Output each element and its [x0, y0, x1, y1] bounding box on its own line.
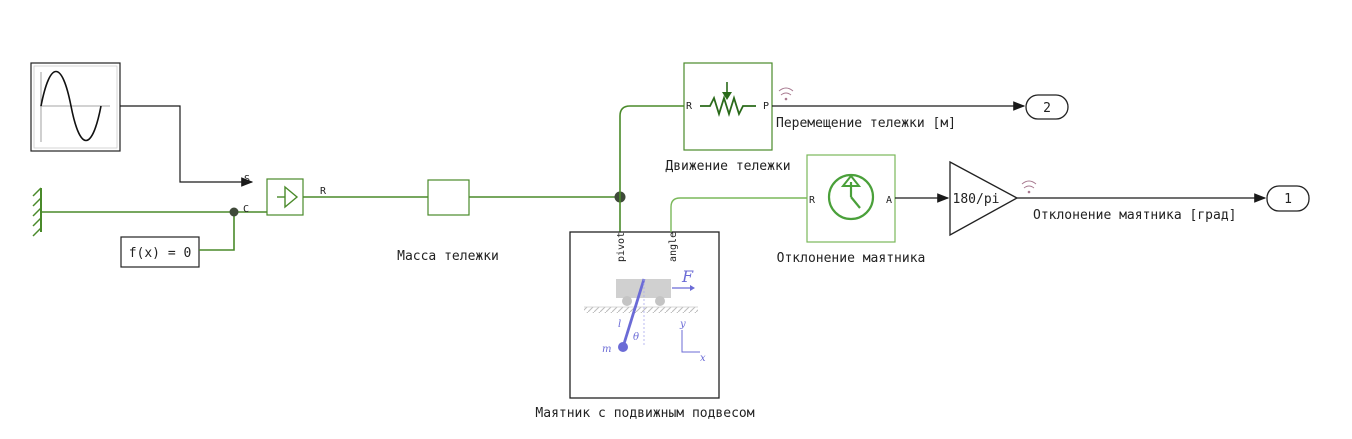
- mass-symbol: m: [602, 344, 611, 355]
- mechanical-reference-icon: [32, 187, 42, 237]
- angle-port-a-label: A: [886, 195, 892, 206]
- motion-source-icon: [284, 185, 299, 209]
- position-sensor-label: Движение тележки: [665, 159, 790, 174]
- angle-signal-label: Отклонение маятника [град]: [1033, 208, 1237, 223]
- sine-wave-icon: [40, 70, 102, 142]
- signal-line-sine: [120, 105, 254, 187]
- pendulum-subsystem-block[interactable]: pivot angle F l θ m y x: [569, 231, 720, 399]
- pos-port-r-label: R: [686, 101, 693, 112]
- angle-sensor-label: Отклонение маятника: [777, 251, 926, 266]
- position-signal-label: Перемещение тележки [м]: [776, 116, 956, 131]
- potentiometer-icon: [700, 94, 756, 118]
- sine-wave-source-block[interactable]: [30, 62, 121, 152]
- port-c-label: C: [243, 204, 249, 215]
- motion-source-block[interactable]: [266, 178, 304, 216]
- physical-line-angle: [670, 197, 807, 232]
- x-axis-symbol: x: [700, 353, 706, 364]
- pendulum-label: Маятник с подвижным подвесом: [535, 406, 754, 421]
- theta-symbol: θ: [633, 332, 639, 343]
- force-symbol: F: [681, 267, 694, 286]
- pivot-port-label: pivot: [616, 232, 627, 262]
- angle-sensor-block[interactable]: [806, 154, 896, 243]
- pendulum-icon: [584, 278, 700, 353]
- y-axis-symbol: y: [679, 319, 686, 330]
- pos-port-p-label: P: [763, 101, 769, 112]
- signal-log-icon-2: [1021, 180, 1037, 194]
- length-symbol: l: [618, 319, 621, 330]
- physical-line-to-pos-sensor: [619, 105, 684, 197]
- solver-config-label: f(x) = 0: [129, 246, 192, 261]
- gain-block[interactable]: 180/pi: [949, 160, 1019, 237]
- port-r-label: R: [320, 186, 327, 197]
- cart-mass-block[interactable]: [427, 179, 470, 216]
- signal-log-icon: [778, 87, 794, 101]
- angle-port-label: angle: [668, 232, 679, 262]
- cart-mass-label: Масса тележки: [397, 249, 499, 264]
- outport-1-label: 1: [1284, 192, 1292, 207]
- outport-2-label: 2: [1043, 101, 1051, 116]
- position-sensor-block[interactable]: [683, 62, 773, 151]
- solver-config-block[interactable]: f(x) = 0: [120, 236, 200, 268]
- physical-line-solver: [199, 212, 235, 251]
- gain-label: 180/pi: [953, 192, 1000, 207]
- junction-node: [229, 207, 239, 217]
- outport-2-block[interactable]: 2: [1025, 94, 1069, 120]
- port-s-label: S: [244, 174, 250, 185]
- angle-port-r-label: R: [809, 195, 816, 206]
- outport-1-block[interactable]: 1: [1266, 185, 1310, 212]
